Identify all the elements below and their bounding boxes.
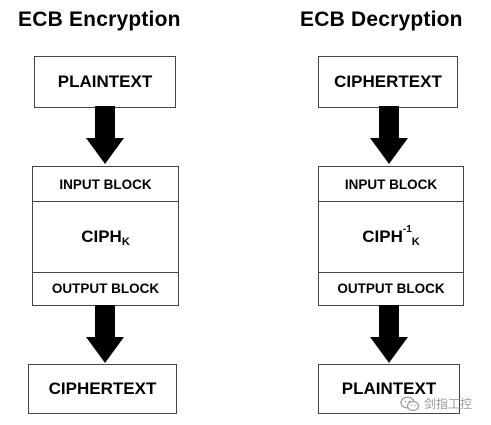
wechat-icon [400, 396, 420, 411]
decryption-plaintext-box: PLAINTEXT [318, 364, 460, 414]
decryption-input-block-label: INPUT BLOCK [344, 176, 438, 192]
decryption-ciphertext-label: CIPHERTEXT [334, 72, 442, 91]
encryption-ciphertext-box: CIPHERTEXT [28, 364, 177, 414]
encryption-input-block-label: INPUT BLOCK [59, 176, 152, 192]
encryption-output-block-label: OUTPUT BLOCK [51, 281, 160, 296]
decryption-title: ECB Decryption [300, 8, 463, 31]
divider [33, 272, 178, 273]
encryption-key-subscript: K [121, 235, 130, 248]
encryption-down-arrow-2 [86, 305, 124, 363]
decryption-inverse-superscript: -1 [402, 224, 412, 235]
encryption-plaintext-label: PLAINTEXT [57, 72, 153, 91]
decryption-plaintext-label: PLAINTEXT [341, 379, 437, 398]
decryption-down-arrow-1 [370, 106, 408, 164]
decryption-ciphertext-box: CIPHERTEXT [318, 56, 458, 108]
encryption-plaintext-box: PLAINTEXT [34, 56, 176, 108]
watermark-text: 剑指工控 [424, 397, 473, 411]
encryption-cipher-name: CIPH [81, 226, 122, 246]
divider [33, 201, 178, 202]
encryption-ciphertext-label: CIPHERTEXT [48, 379, 157, 398]
decryption-down-arrow-2 [370, 305, 408, 363]
decryption-key-subscript: K [411, 235, 420, 248]
encryption-title: ECB Encryption [18, 8, 181, 31]
divider [319, 272, 463, 273]
encryption-down-arrow-1 [86, 106, 124, 164]
divider [319, 201, 463, 202]
watermark: 剑指工控 [400, 395, 472, 412]
decryption-cipher-name: CIPH [362, 226, 403, 246]
decryption-output-block-label: OUTPUT BLOCK [337, 281, 445, 296]
